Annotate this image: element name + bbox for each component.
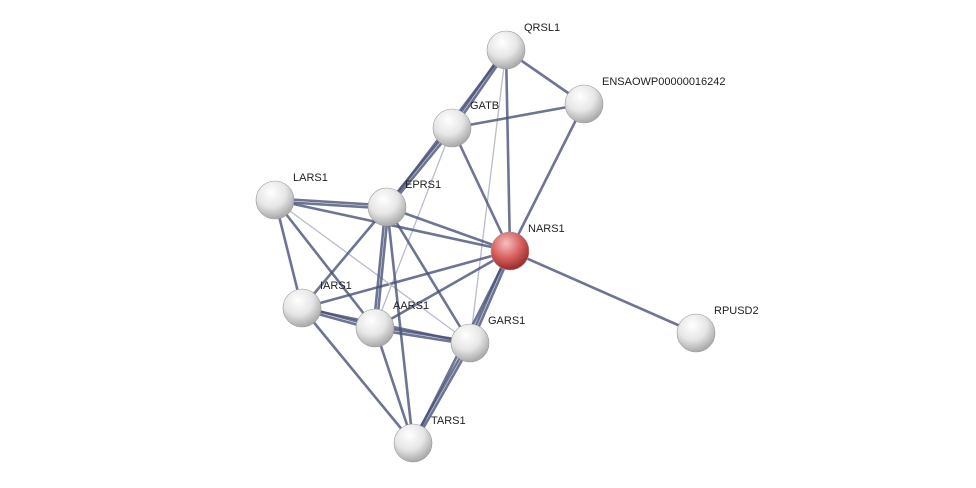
node-circle[interactable] xyxy=(450,323,490,363)
edge-ensaowp00000016242-nars1[interactable] xyxy=(508,103,586,252)
edge-lars1-aars1[interactable] xyxy=(273,199,377,329)
edge-nars1-aars1[interactable] xyxy=(374,249,511,330)
node-eprs1[interactable]: EPRS1 xyxy=(367,179,441,227)
node-circle[interactable] xyxy=(282,288,322,328)
node-label: LARS1 xyxy=(293,172,328,184)
node-circle[interactable] xyxy=(564,84,604,124)
node-label: GATB xyxy=(470,100,499,112)
edge-aars1-tars1[interactable] xyxy=(373,327,415,444)
node-label: GARS1 xyxy=(488,315,525,327)
edge-eprs1-aars1[interactable] xyxy=(372,206,387,328)
node-ensaowp00000016242[interactable]: ENSAOWP00000016242 xyxy=(564,76,726,124)
node-tars1[interactable]: TARS1 xyxy=(393,415,466,463)
node-circle[interactable] xyxy=(393,423,433,463)
node-gatb[interactable]: GATB xyxy=(432,100,499,148)
node-label: AARS1 xyxy=(393,300,429,312)
node-circle[interactable] xyxy=(490,231,530,271)
edge-eprs1-aars1[interactable] xyxy=(375,207,390,329)
node-gars1[interactable]: GARS1 xyxy=(450,315,525,363)
node-circle[interactable] xyxy=(355,308,395,348)
edge-eprs1-gars1[interactable] xyxy=(385,206,472,344)
node-circle[interactable] xyxy=(432,108,472,148)
node-qrsl1[interactable]: QRSL1 xyxy=(486,22,560,70)
edge-gatb-ensaowp00000016242[interactable] xyxy=(451,102,585,130)
node-circle[interactable] xyxy=(367,187,407,227)
edge-eprs1-tars1[interactable] xyxy=(385,206,415,444)
edge-lars1-gars1[interactable] xyxy=(274,199,471,344)
edge-gatb-aars1[interactable] xyxy=(374,127,453,329)
node-label: ENSAOWP00000016242 xyxy=(602,76,726,88)
node-label: QRSL1 xyxy=(524,22,560,34)
edge-nars1-iars1[interactable] xyxy=(301,249,511,310)
edge-qrsl1-gars1[interactable] xyxy=(469,49,507,344)
edge-gatb-nars1[interactable] xyxy=(450,127,512,252)
node-label: NARS1 xyxy=(528,223,565,235)
node-circle[interactable] xyxy=(676,313,716,353)
node-label: EPRS1 xyxy=(405,179,441,191)
edge-nars1-lars1[interactable] xyxy=(274,198,511,253)
node-label: IARS1 xyxy=(320,280,352,292)
node-label: TARS1 xyxy=(431,415,466,427)
node-rpusd2[interactable]: RPUSD2 xyxy=(676,305,759,353)
node-aars1[interactable]: AARS1 xyxy=(355,300,429,348)
node-lars1[interactable]: LARS1 xyxy=(255,172,328,220)
edge-iars1-tars1[interactable] xyxy=(300,307,415,444)
edge-qrsl1-nars1[interactable] xyxy=(504,49,512,252)
edge-nars1-eprs1[interactable] xyxy=(386,205,511,253)
edge-eprs1-iars1[interactable] xyxy=(301,206,388,309)
edge-nars1-rpusd2[interactable] xyxy=(509,249,697,335)
node-iars1[interactable]: IARS1 xyxy=(282,280,352,328)
node-circle[interactable] xyxy=(255,180,295,220)
node-label: RPUSD2 xyxy=(714,305,759,317)
node-circle[interactable] xyxy=(486,30,526,70)
node-nars1[interactable]: NARS1 xyxy=(490,223,565,271)
